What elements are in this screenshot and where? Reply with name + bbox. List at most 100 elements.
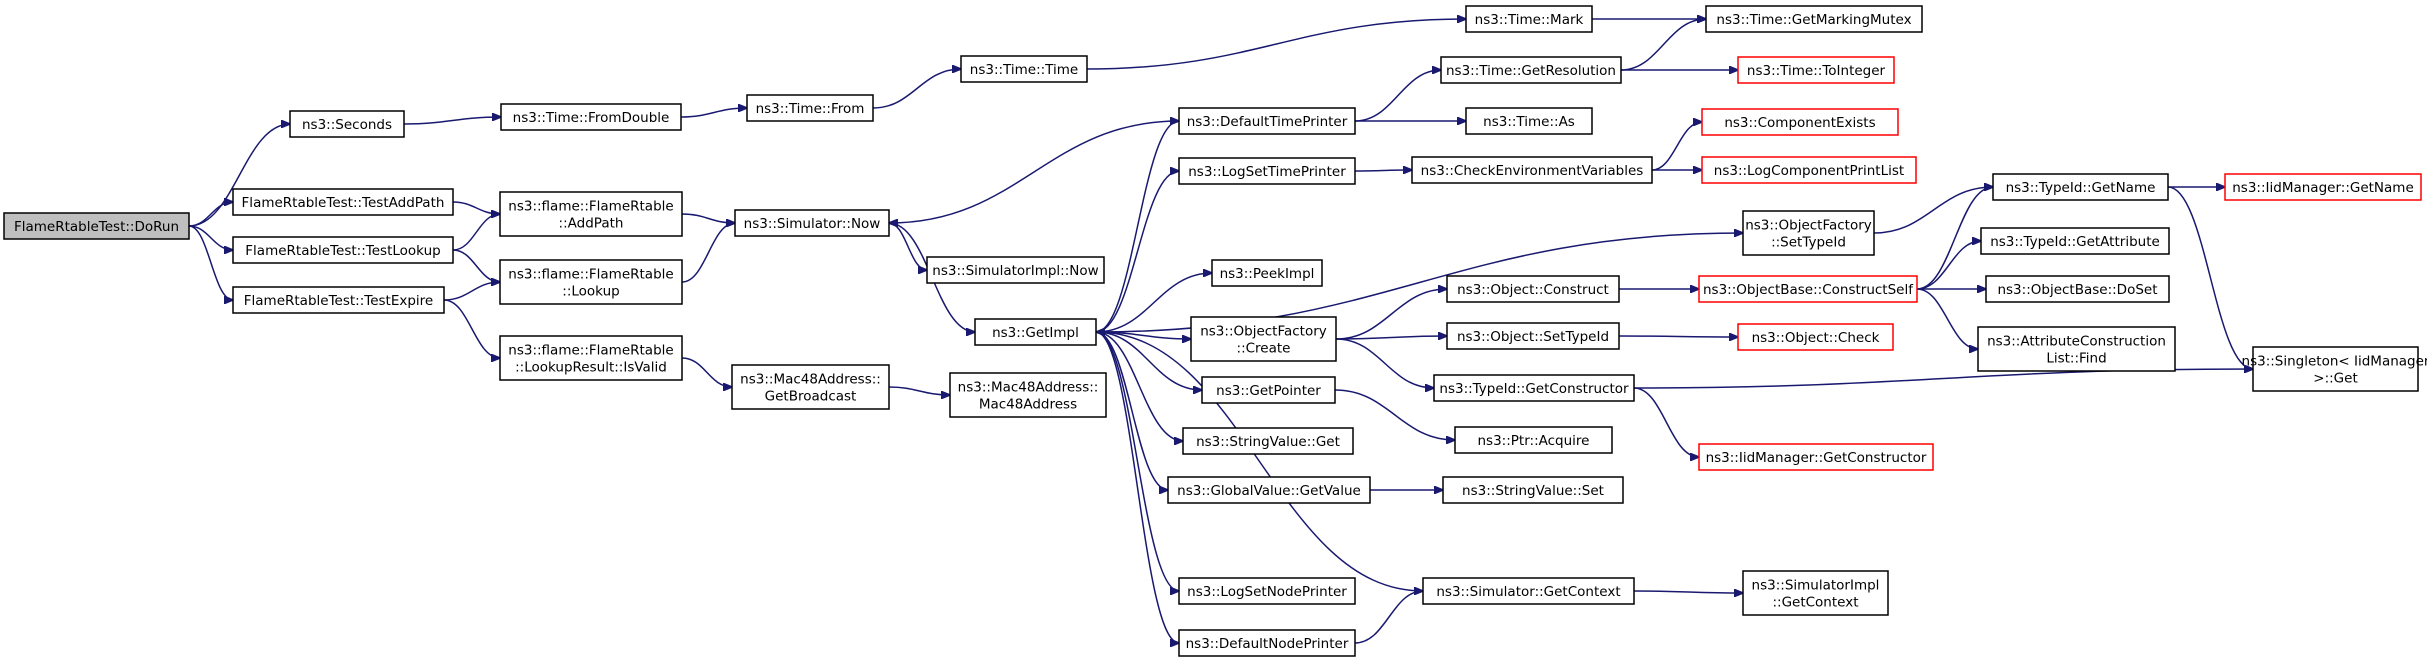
edge-testexpire-to-lookup: [443, 282, 500, 301]
node-logsettimeprinter[interactable]: ns3::LogSetTimePrinter: [1178, 157, 1356, 185]
node-constructself[interactable]: ns3::ObjectBase::ConstructSelf: [1698, 275, 1918, 303]
node-label: ns3::ComponentExists: [1724, 115, 1875, 131]
node-markingmutex[interactable]: ns3::Time::GetMarkingMutex: [1705, 5, 1923, 33]
node-getbroadcast[interactable]: ns3::Mac48Address::GetBroadcast: [731, 364, 890, 410]
node-box: [1446, 275, 1620, 303]
node-from[interactable]: ns3::Time::From: [746, 94, 874, 122]
edge-getimpl-to-peekimpl: [1095, 273, 1212, 333]
node-box: [1167, 476, 1371, 504]
node-label: ns3::AttributeConstruction: [1987, 334, 2166, 350]
node-timeas[interactable]: ns3::Time::As: [1465, 107, 1593, 135]
node-box: [232, 236, 454, 264]
node-label: ns3::LogSetNodePrinter: [1187, 584, 1347, 600]
node-isvalid[interactable]: ns3::flame::FlameRtable::LookupResult::I…: [499, 335, 683, 381]
edge-from-to-timetime: [872, 69, 961, 109]
node-label: GetBroadcast: [765, 389, 857, 405]
node-getpointer[interactable]: ns3::GetPointer: [1201, 376, 1336, 404]
node-label: ns3::PeekImpl: [1220, 266, 1315, 282]
node-label: ns3::Simulator::GetContext: [1436, 584, 1620, 600]
node-label: ns3::LogSetTimePrinter: [1188, 164, 1346, 180]
node-label: ns3::Object::SetTypeId: [1457, 329, 1609, 345]
node-tointeger[interactable]: ns3::Time::ToInteger: [1737, 56, 1895, 84]
node-testaddpath[interactable]: FlameRtableTest::TestAddPath: [232, 188, 454, 216]
node-label: ns3::IidManager::GetConstructor: [1706, 450, 1927, 466]
edge-getconstructor-to-singletonget: [1633, 369, 2253, 389]
node-getresolution[interactable]: ns3::Time::GetResolution: [1440, 56, 1622, 84]
node-objfactcreate[interactable]: ns3::ObjectFactory::Create: [1190, 316, 1337, 362]
edge-objfactsettypeid-to-typeidgetname: [1873, 187, 1993, 234]
node-doset[interactable]: ns3::ObjectBase::DoSet: [1985, 275, 2170, 303]
edge-fromdouble-to-from: [680, 108, 747, 118]
node-defnodeprinter[interactable]: ns3::DefaultNodePrinter: [1178, 629, 1356, 657]
node-mac48[interactable]: ns3::Mac48Address::Mac48Address: [949, 372, 1107, 418]
node-deftimeprinter[interactable]: ns3::DefaultTimePrinter: [1178, 107, 1356, 135]
node-box: [1178, 577, 1356, 605]
node-label: ns3::Time::Mark: [1475, 12, 1584, 28]
node-box: [1980, 227, 2170, 255]
node-box: [1201, 376, 1336, 404]
node-globalgetvalue[interactable]: ns3::GlobalValue::GetValue: [1167, 476, 1371, 504]
node-label: ns3::Mac48Address::: [740, 372, 881, 388]
edge-deftimeprinter-to-getresolution: [1354, 70, 1441, 122]
node-box: [1977, 326, 2176, 372]
node-box: [1178, 157, 1356, 185]
node-simimplgetcontext[interactable]: ns3::SimulatorImpl::GetContext: [1742, 570, 1889, 616]
node-objcheck[interactable]: ns3::Object::Check: [1737, 323, 1894, 351]
edge-simgetcontext-to-getimpl: [1096, 332, 1424, 592]
node-box: [232, 188, 454, 216]
edge-getimpl-to-getpointer: [1095, 331, 1202, 390]
node-stringvalueget[interactable]: ns3::StringValue::Get: [1182, 427, 1354, 455]
node-typeidgetattr[interactable]: ns3::TypeId::GetAttribute: [1980, 227, 2170, 255]
node-typeidgetname[interactable]: ns3::TypeId::GetName: [1992, 173, 2169, 201]
node-dorun[interactable]: FlameRtableTest::DoRun: [3, 212, 190, 240]
node-getconstructor[interactable]: ns3::TypeId::GetConstructor: [1433, 374, 1635, 402]
edge-testlookup-to-lookup: [452, 249, 500, 282]
node-getimpl[interactable]: ns3::GetImpl: [974, 318, 1097, 346]
node-now[interactable]: ns3::Simulator::Now: [734, 209, 890, 237]
edge-constructself-to-typeidgetname: [1916, 187, 1993, 290]
node-label: ns3::GetPointer: [1216, 383, 1321, 399]
node-logsetnodeprinter[interactable]: ns3::LogSetNodePrinter: [1178, 577, 1356, 605]
node-label: ns3::Time::Time: [970, 62, 1078, 78]
node-box: [1442, 476, 1624, 504]
node-addpath[interactable]: ns3::flame::FlameRtable::AddPath: [499, 191, 683, 237]
edge-getimpl-to-logsettimeprinter: [1095, 171, 1179, 333]
node-iidgetname[interactable]: ns3::IidManager::GetName: [2224, 173, 2422, 201]
node-objconstruct[interactable]: ns3::Object::Construct: [1446, 275, 1620, 303]
node-testlookup[interactable]: FlameRtableTest::TestLookup: [232, 236, 454, 264]
node-objsettypeid[interactable]: ns3::Object::SetTypeId: [1446, 322, 1620, 350]
node-stringvalueset[interactable]: ns3::StringValue::Set: [1442, 476, 1624, 504]
node-simimplnow[interactable]: ns3::SimulatorImpl::Now: [926, 256, 1105, 284]
node-box: [1465, 5, 1593, 33]
node-peekimpl[interactable]: ns3::PeekImpl: [1211, 259, 1323, 287]
node-box: [1440, 56, 1622, 84]
node-box: [1701, 156, 1917, 184]
node-iidgetconstructor[interactable]: ns3::IidManager::GetConstructor: [1698, 443, 1934, 471]
node-box: [3, 212, 190, 240]
node-label: >::Get: [2313, 371, 2357, 387]
node-mark[interactable]: ns3::Time::Mark: [1465, 5, 1593, 33]
node-simgetcontext[interactable]: ns3::Simulator::GetContext: [1422, 577, 1635, 605]
node-box: [1705, 5, 1923, 33]
node-label: ::SetTypeId: [1771, 235, 1846, 251]
edge-getimpl-to-deftimeprinter: [1095, 121, 1179, 333]
node-box: [1454, 426, 1613, 454]
node-fromdouble[interactable]: ns3::Time::FromDouble: [500, 103, 682, 131]
node-box: [1992, 173, 2169, 201]
node-seconds[interactable]: ns3::Seconds: [289, 110, 405, 138]
node-label: ns3::DefaultTimePrinter: [1187, 114, 1348, 130]
node-timetime[interactable]: ns3::Time::Time: [960, 55, 1088, 83]
node-label: ns3::Mac48Address::: [958, 380, 1099, 396]
node-lookup[interactable]: ns3::flame::FlameRtable::Lookup: [499, 259, 683, 305]
node-testexpire[interactable]: FlameRtableTest::TestExpire: [232, 286, 445, 314]
node-label: ns3::DefaultNodePrinter: [1186, 636, 1349, 652]
node-compexists[interactable]: ns3::ComponentExists: [1701, 108, 1899, 136]
node-singletonget[interactable]: ns3::Singleton< IidManager >::Get: [2242, 346, 2427, 392]
node-objfactsettypeid[interactable]: ns3::ObjectFactory::SetTypeId: [1742, 210, 1875, 256]
node-ptracquire[interactable]: ns3::Ptr::Acquire: [1454, 426, 1613, 454]
node-label: ::AddPath: [559, 216, 624, 232]
node-logcompprintlist[interactable]: ns3::LogComponentPrintList: [1701, 156, 1917, 184]
node-label: FlameRtableTest::TestExpire: [244, 293, 433, 309]
node-checkenv[interactable]: ns3::CheckEnvironmentVariables: [1411, 156, 1653, 184]
